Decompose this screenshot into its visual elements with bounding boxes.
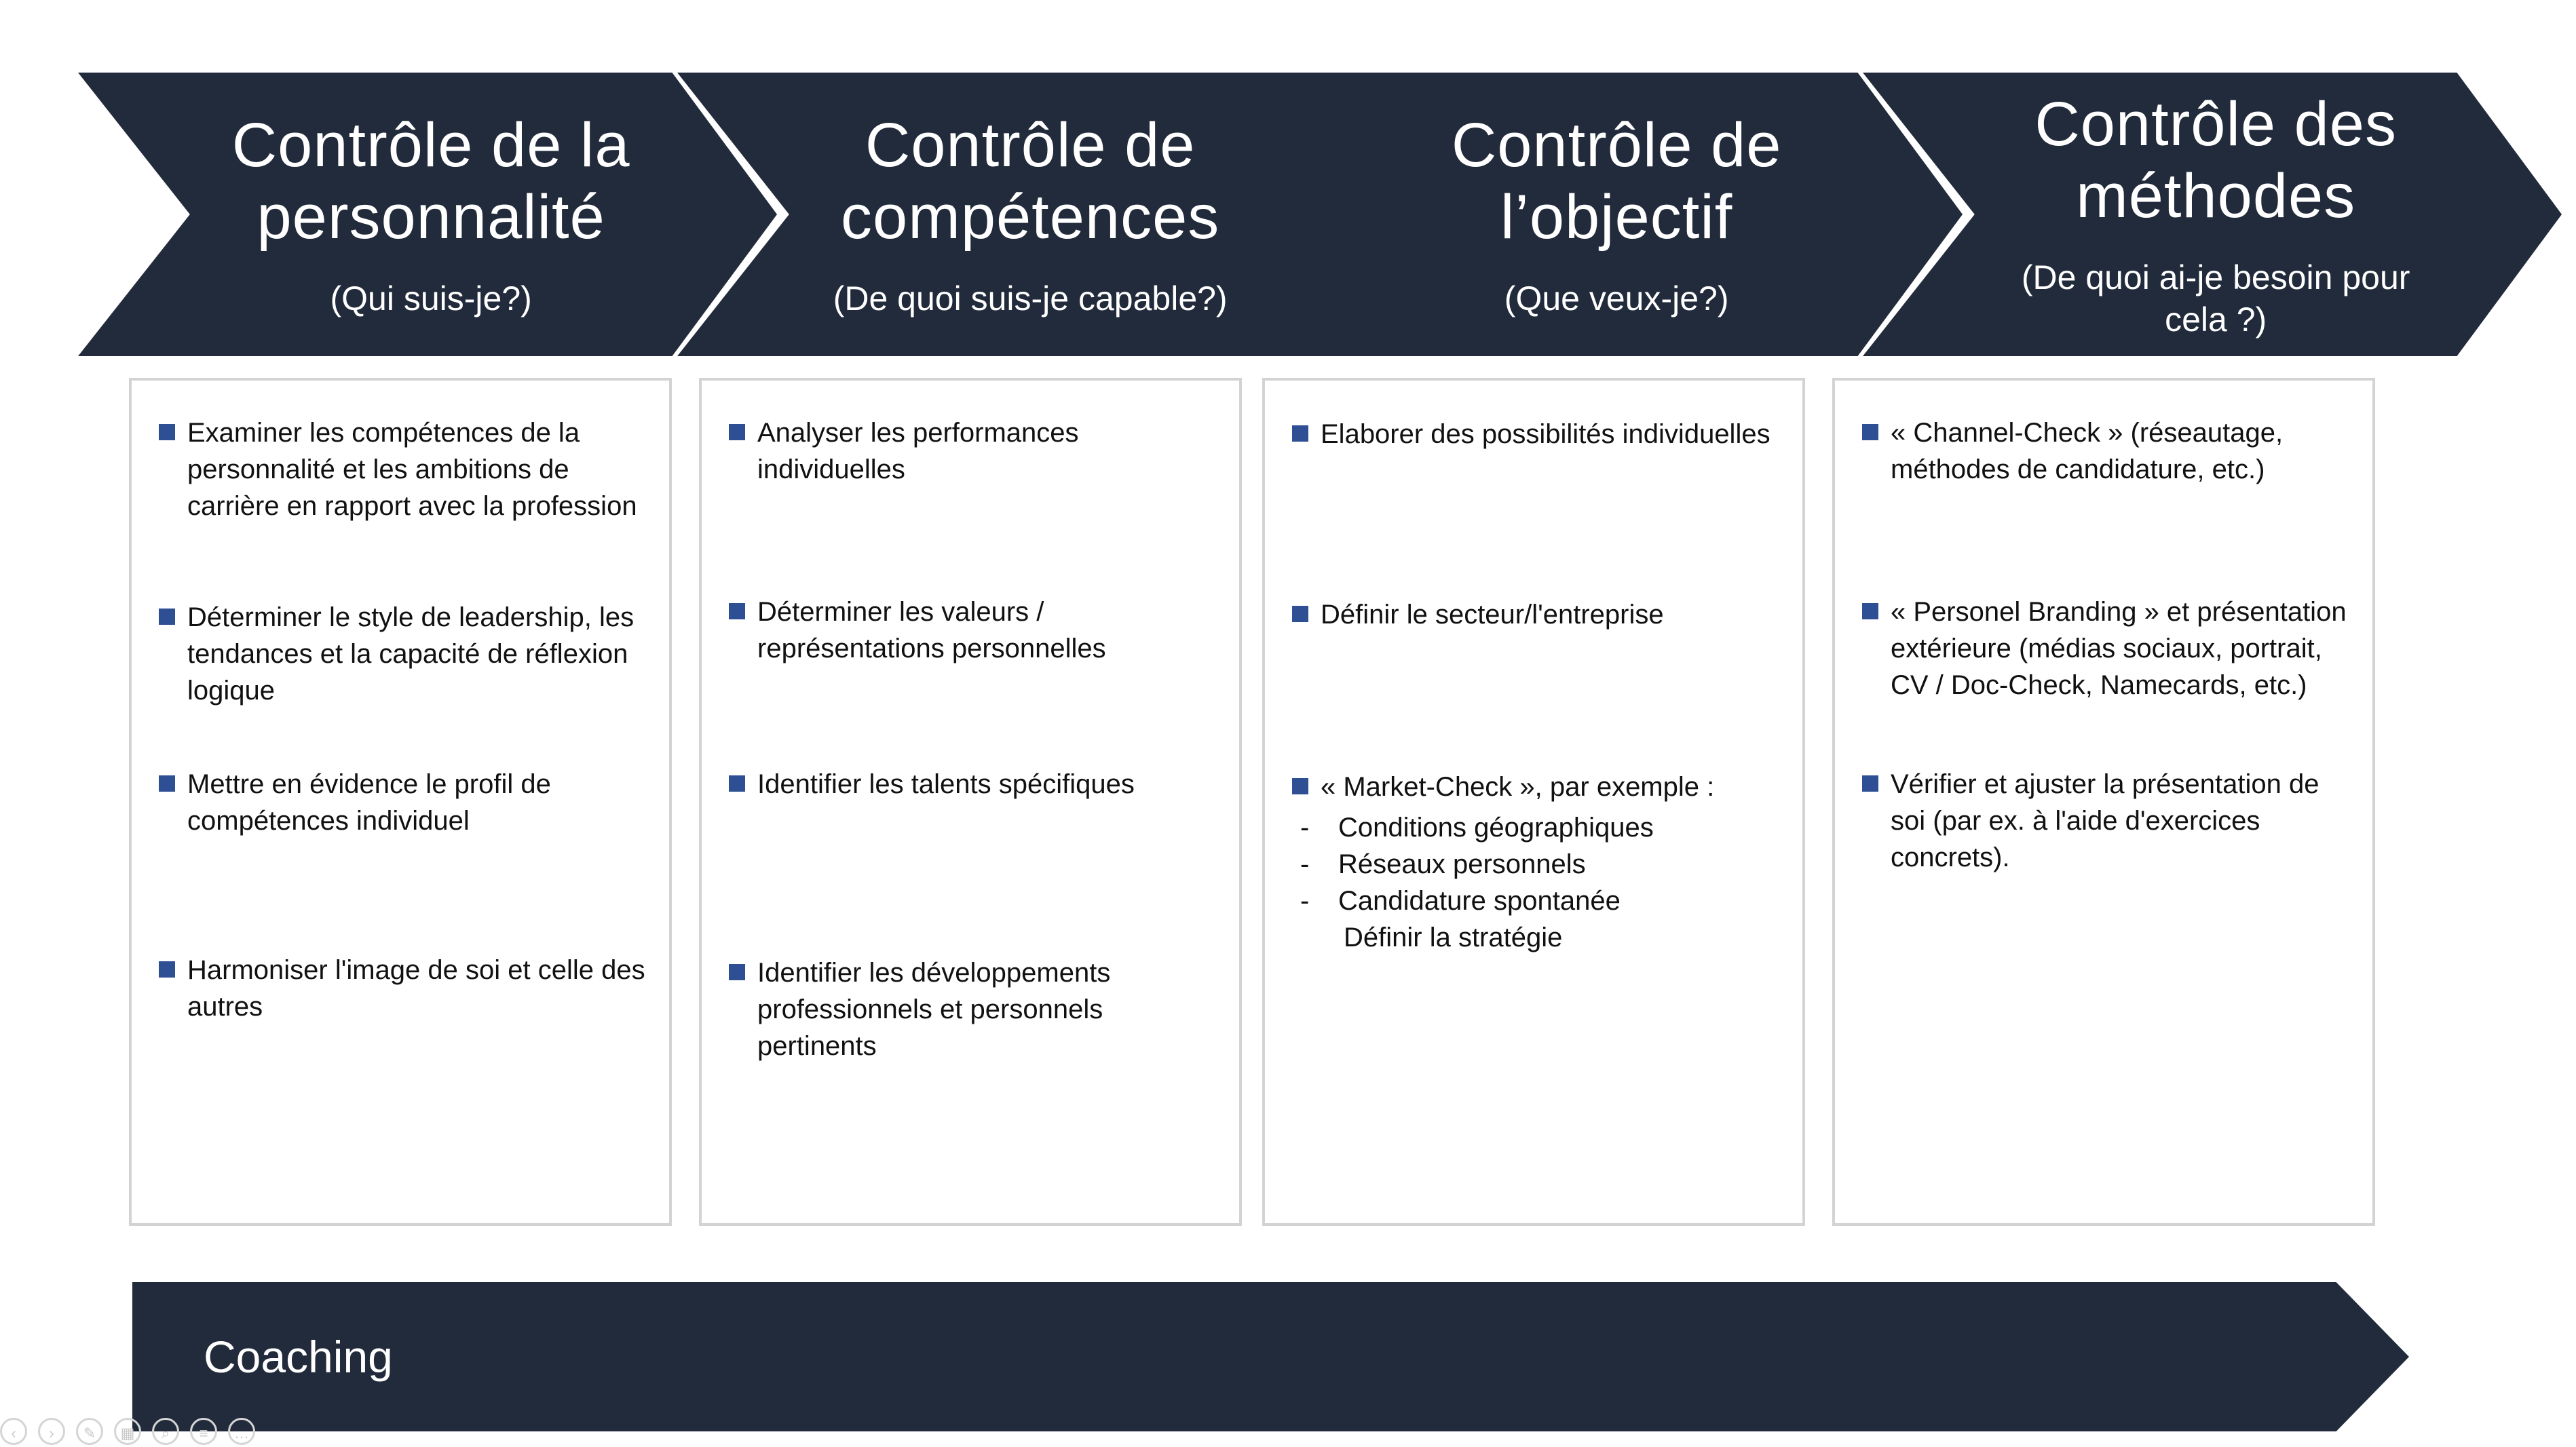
item-text: « Personel Branding » et présentation ex… <box>1891 597 2347 700</box>
square-bullet-icon <box>159 961 175 978</box>
chevron-objectif: Contrôle de l’objectif (Que veux-je?) <box>1264 73 1963 356</box>
panel-objectif: Elaborer des possibilités individuelles … <box>1262 378 1805 1226</box>
panel-methodes: « Channel-Check » (réseautage, méthodes … <box>1832 378 2375 1226</box>
chevron-title: Contrôle de compétences <box>841 111 1220 252</box>
item-text: « Market-Check », par exemple : <box>1321 772 1715 802</box>
list-item: « Personel Branding » et présentation ex… <box>1862 594 2352 703</box>
chevron-subtitle: (Que veux-je?) <box>1504 279 1729 317</box>
item-text: Vérifier et ajuster la présentation de s… <box>1891 769 2319 872</box>
sub-list: - Conditions géographiques - Réseaux per… <box>1292 809 1782 919</box>
square-bullet-icon <box>159 424 175 440</box>
next-icon[interactable]: › <box>38 1418 65 1445</box>
list-item: Analyser les performances individuelles <box>729 414 1219 488</box>
item-text: Déterminer les valeurs / représentations… <box>757 597 1106 663</box>
presentation-toolbar: ‹ › ✎ ▦ ⌕ ≡ … <box>0 1418 266 1445</box>
square-bullet-icon <box>729 424 745 440</box>
dash-bullet: - <box>1300 886 1310 916</box>
square-bullet-icon <box>159 609 175 625</box>
list-item: Mettre en évidence le profil de compéten… <box>159 766 649 839</box>
item-text: Examiner les compétences de la personnal… <box>187 418 637 521</box>
square-bullet-icon <box>1292 778 1308 794</box>
list-item: Elaborer des possibilités individuelles <box>1292 416 1782 452</box>
coaching-label: Coaching <box>204 1332 393 1382</box>
list-item: Déterminer le style de leadership, les t… <box>159 599 649 709</box>
panel-personnalite: Examiner les compétences de la personnal… <box>129 378 672 1226</box>
more-icon[interactable]: … <box>228 1418 255 1445</box>
list-item: Définir le secteur/l'entreprise <box>1292 596 1782 633</box>
menu-icon[interactable]: ≡ <box>190 1418 217 1445</box>
square-bullet-icon <box>1292 606 1308 622</box>
square-bullet-icon <box>1862 424 1878 440</box>
square-bullet-icon <box>729 775 745 792</box>
item-text: Harmoniser l'image de soi et celle des a… <box>187 955 645 1022</box>
list-item: Vérifier et ajuster la présentation de s… <box>1862 766 2352 876</box>
sub-item-text: Candidature spontanée <box>1338 886 1621 916</box>
chevron-subtitle: (De quoi ai-je besoin pour cela ?) <box>2021 258 2410 339</box>
prev-icon[interactable]: ‹ <box>0 1418 27 1445</box>
chevron-subtitle: (Qui suis-je?) <box>330 279 532 317</box>
list-item: Identifier les développements profession… <box>729 954 1219 1064</box>
square-bullet-icon <box>1862 775 1878 792</box>
sub-list-item: - Candidature spontanée <box>1292 883 1782 919</box>
zoom-icon[interactable]: ⌕ <box>152 1418 179 1445</box>
item-text: Identifier les talents spécifiques <box>757 769 1135 799</box>
dash-bullet: - <box>1300 849 1310 879</box>
square-bullet-icon <box>729 603 745 619</box>
item-text: Identifier les développements profession… <box>757 958 1111 1061</box>
item-text: Elaborer des possibilités individuelles <box>1321 419 1770 449</box>
item-text: « Channel-Check » (réseautage, méthodes … <box>1891 418 2284 484</box>
chevron-personnalite: Contrôle de la personnalité (Qui suis-je… <box>78 73 777 356</box>
chevron-title: Contrôle de l’objectif <box>1451 111 1782 252</box>
list-item: Examiner les compétences de la personnal… <box>159 414 649 524</box>
chevron-methodes: Contrôle des méthodes (De quoi ai-je bes… <box>1863 73 2562 356</box>
list-item: Harmoniser l'image de soi et celle des a… <box>159 952 649 1025</box>
square-bullet-icon <box>159 775 175 792</box>
sub-list-item: - Conditions géographiques <box>1292 809 1782 846</box>
chevron-title: Contrôle des méthodes <box>2034 90 2397 231</box>
list-item: « Channel-Check » (réseautage, méthodes … <box>1862 414 2352 488</box>
sub-item-text: Réseaux personnels <box>1338 849 1586 879</box>
sub-item-text: Conditions géographiques <box>1338 813 1654 843</box>
chevron-title: Contrôle de la personnalité <box>231 111 630 252</box>
slides-icon[interactable]: ▦ <box>114 1418 141 1445</box>
panel-competences: Analyser les performances individuelles … <box>699 378 1242 1226</box>
square-bullet-icon <box>1862 603 1878 619</box>
item-text: Analyser les performances individuelles <box>757 418 1079 484</box>
dash-bullet: - <box>1300 813 1310 843</box>
square-bullet-icon <box>1292 425 1308 442</box>
list-item: « Market-Check », par exemple : - Condit… <box>1292 769 1782 956</box>
item-text: Déterminer le style de leadership, les t… <box>187 602 634 706</box>
sub-list-item: - Réseaux personnels <box>1292 846 1782 883</box>
item-text: Définir le secteur/l'entreprise <box>1321 600 1664 630</box>
square-bullet-icon <box>729 964 745 980</box>
pen-icon[interactable]: ✎ <box>76 1418 103 1445</box>
chevron-subtitle: (De quoi suis-je capable?) <box>833 279 1228 317</box>
list-item: Déterminer les valeurs / représentations… <box>729 594 1219 667</box>
coaching-arrow: Coaching <box>132 1282 2409 1431</box>
extra-line: Définir la stratégie <box>1344 923 1563 952</box>
item-text: Mettre en évidence le profil de compéten… <box>187 769 551 836</box>
chevron-competences: Contrôle de compétences (De quoi suis-je… <box>677 73 1376 356</box>
list-item: Identifier les talents spécifiques <box>729 766 1219 803</box>
